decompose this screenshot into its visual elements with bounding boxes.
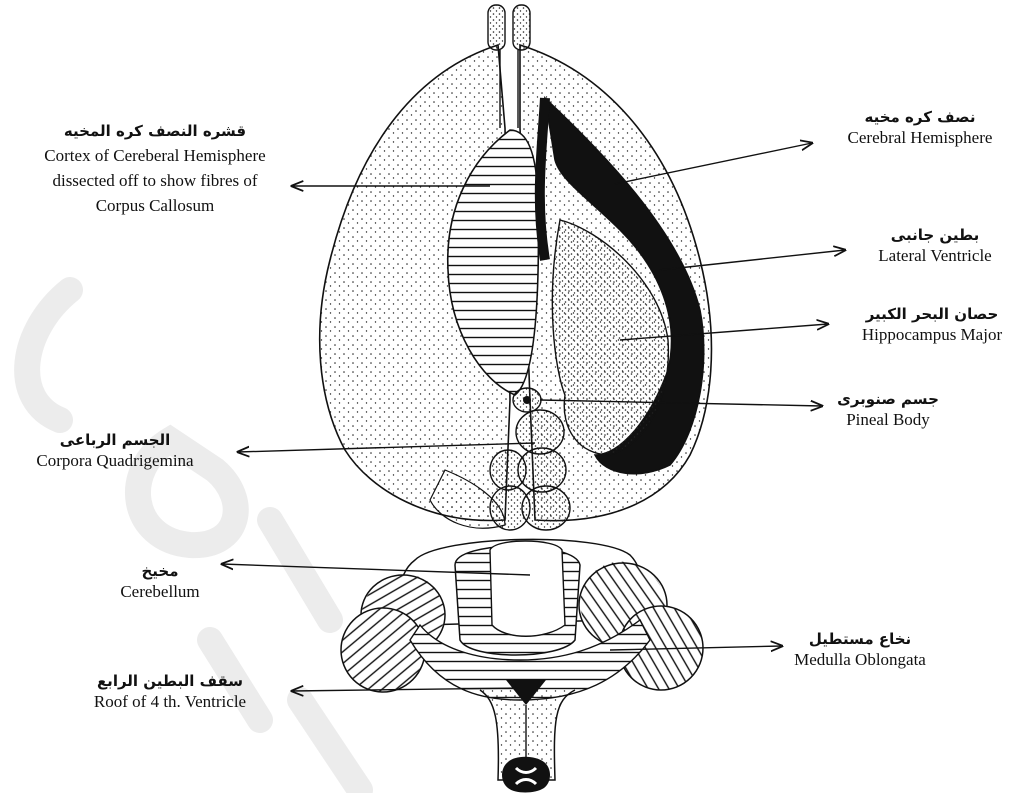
label-cerebral-hemisphere-english: Cerebral Hemisphere	[815, 127, 1025, 148]
label-pineal-body: جسم صنوبرى Pineal Body	[808, 390, 968, 430]
label-pineal-body-english: Pineal Body	[808, 409, 968, 430]
spinal-cord-section	[502, 757, 550, 793]
label-fourth-ventricle-roof-english: Roof of 4 th. Ventricle	[55, 691, 285, 712]
label-cortex-arabic: قشره النصف كره المخيه	[10, 122, 300, 141]
label-cerebellum-arabic: مخيخ	[90, 562, 230, 581]
label-cortex: قشره النصف كره المخيه Cortex of Cerebera…	[10, 122, 300, 217]
label-lateral-ventricle-english: Lateral Ventricle	[835, 245, 1032, 266]
label-medulla-oblongata-english: Medulla Oblongata	[760, 649, 960, 670]
pineal-body-shape	[513, 388, 541, 412]
label-pineal-body-arabic: جسم صنوبرى	[808, 390, 968, 409]
label-corpora-quadrigemina: الجسم الرباعى Corpora Quadrigemina	[0, 431, 230, 471]
label-hippocampus-major-english: Hippocampus Major	[827, 324, 1032, 345]
label-cerebellum-english: Cerebellum	[90, 581, 230, 602]
label-lateral-ventricle: بطين جانبى Lateral Ventricle	[835, 226, 1032, 266]
label-corpora-quadrigemina-english: Corpora Quadrigemina	[0, 450, 230, 471]
label-corpora-quadrigemina-arabic: الجسم الرباعى	[0, 431, 230, 450]
label-cerebral-hemisphere: نصف كره مخيه Cerebral Hemisphere	[815, 108, 1025, 148]
label-cerebellum: مخيخ Cerebellum	[90, 562, 230, 602]
label-fourth-ventricle-roof: سقف البطين الرابع Roof of 4 th. Ventricl…	[55, 672, 285, 712]
label-cortex-english-2: dissected off to show fibres of	[10, 170, 300, 191]
label-medulla-oblongata: نخاع مستطيل Medulla Oblongata	[760, 630, 960, 670]
label-lateral-ventricle-arabic: بطين جانبى	[835, 226, 1032, 245]
label-cortex-english-1: Cortex of Cereberal Hemisphere	[10, 145, 300, 166]
label-cerebral-hemisphere-arabic: نصف كره مخيه	[815, 108, 1025, 127]
label-hippocampus-major: حصان البحر الكبير Hippocampus Major	[827, 305, 1032, 345]
label-hippocampus-major-arabic: حصان البحر الكبير	[827, 305, 1032, 324]
label-fourth-ventricle-roof-arabic: سقف البطين الرابع	[55, 672, 285, 691]
label-medulla-oblongata-arabic: نخاع مستطيل	[760, 630, 960, 649]
label-cortex-english-3: Corpus Callosum	[10, 195, 300, 216]
